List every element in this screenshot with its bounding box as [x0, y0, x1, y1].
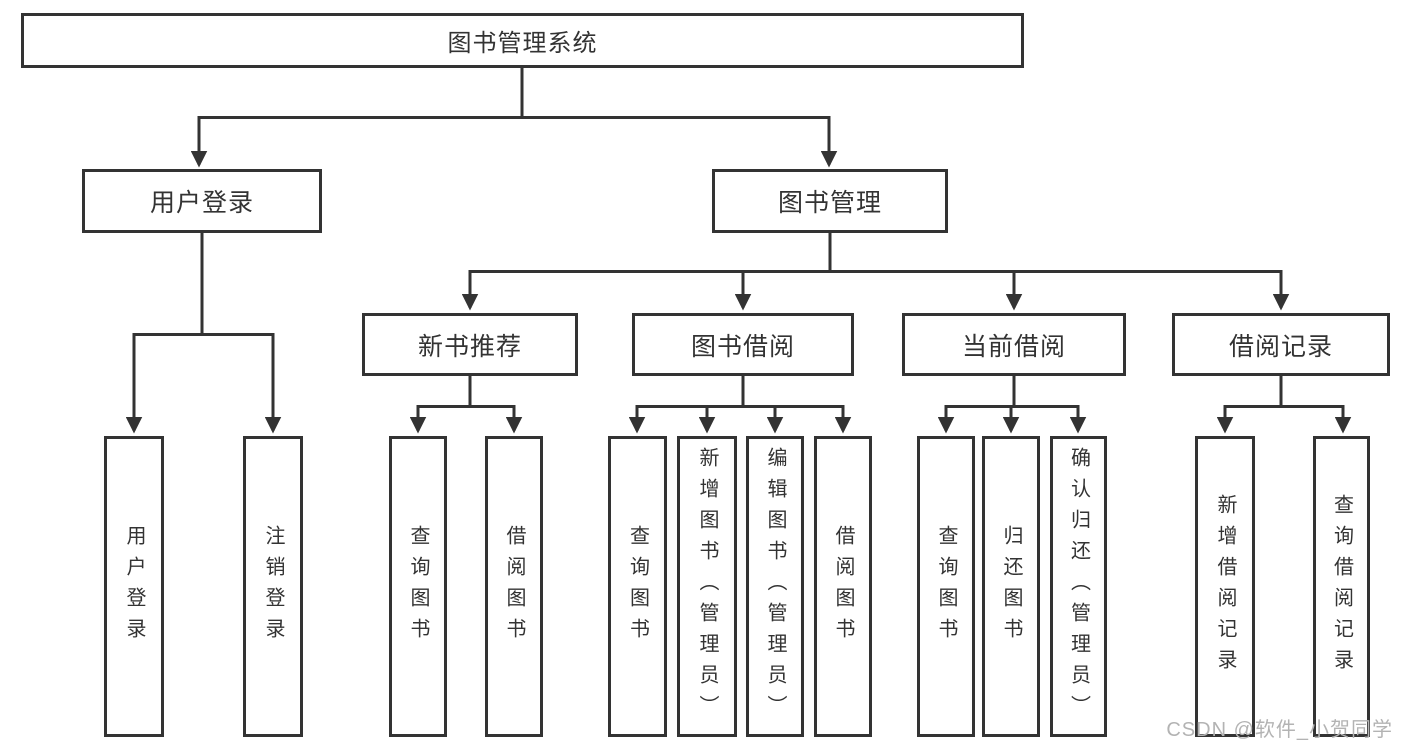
leaf-user-login: 用户登录: [104, 436, 164, 737]
leaf-borrowing-edit-book-admin: 编辑图书（管理员）: [746, 436, 804, 737]
leaf-current-query-book: 查询图书: [917, 436, 975, 737]
leaf-current-return-book: 归还图书: [982, 436, 1040, 737]
leaf-borrowing-borrow-book: 借阅图书: [814, 436, 872, 737]
csdn-watermark: CSDN @软件_小贺同学: [1166, 719, 1393, 741]
leaf-borrowing-add-book-admin: 新增图书（管理员）: [677, 436, 737, 737]
node-library-management-system: 图书管理系统: [21, 13, 1024, 68]
leaf-recommend-query-book: 查询图书: [389, 436, 447, 737]
node-new-book-recommend: 新书推荐: [362, 313, 578, 376]
node-current-borrowing: 当前借阅: [902, 313, 1126, 376]
leaf-current-confirm-return-admin: 确认归还（管理员）: [1050, 436, 1107, 737]
node-borrowing-records: 借阅记录: [1172, 313, 1390, 376]
node-book-management: 图书管理: [712, 169, 948, 233]
leaf-recommend-borrow-book: 借阅图书: [485, 436, 543, 737]
leaf-logout: 注销登录: [243, 436, 303, 737]
node-book-borrowing: 图书借阅: [632, 313, 854, 376]
leaf-records-add-record: 新增借阅记录: [1195, 436, 1255, 737]
node-user-login: 用户登录: [82, 169, 322, 233]
leaf-records-query-record: 查询借阅记录: [1313, 436, 1370, 737]
leaf-borrowing-query-book: 查询图书: [608, 436, 667, 737]
